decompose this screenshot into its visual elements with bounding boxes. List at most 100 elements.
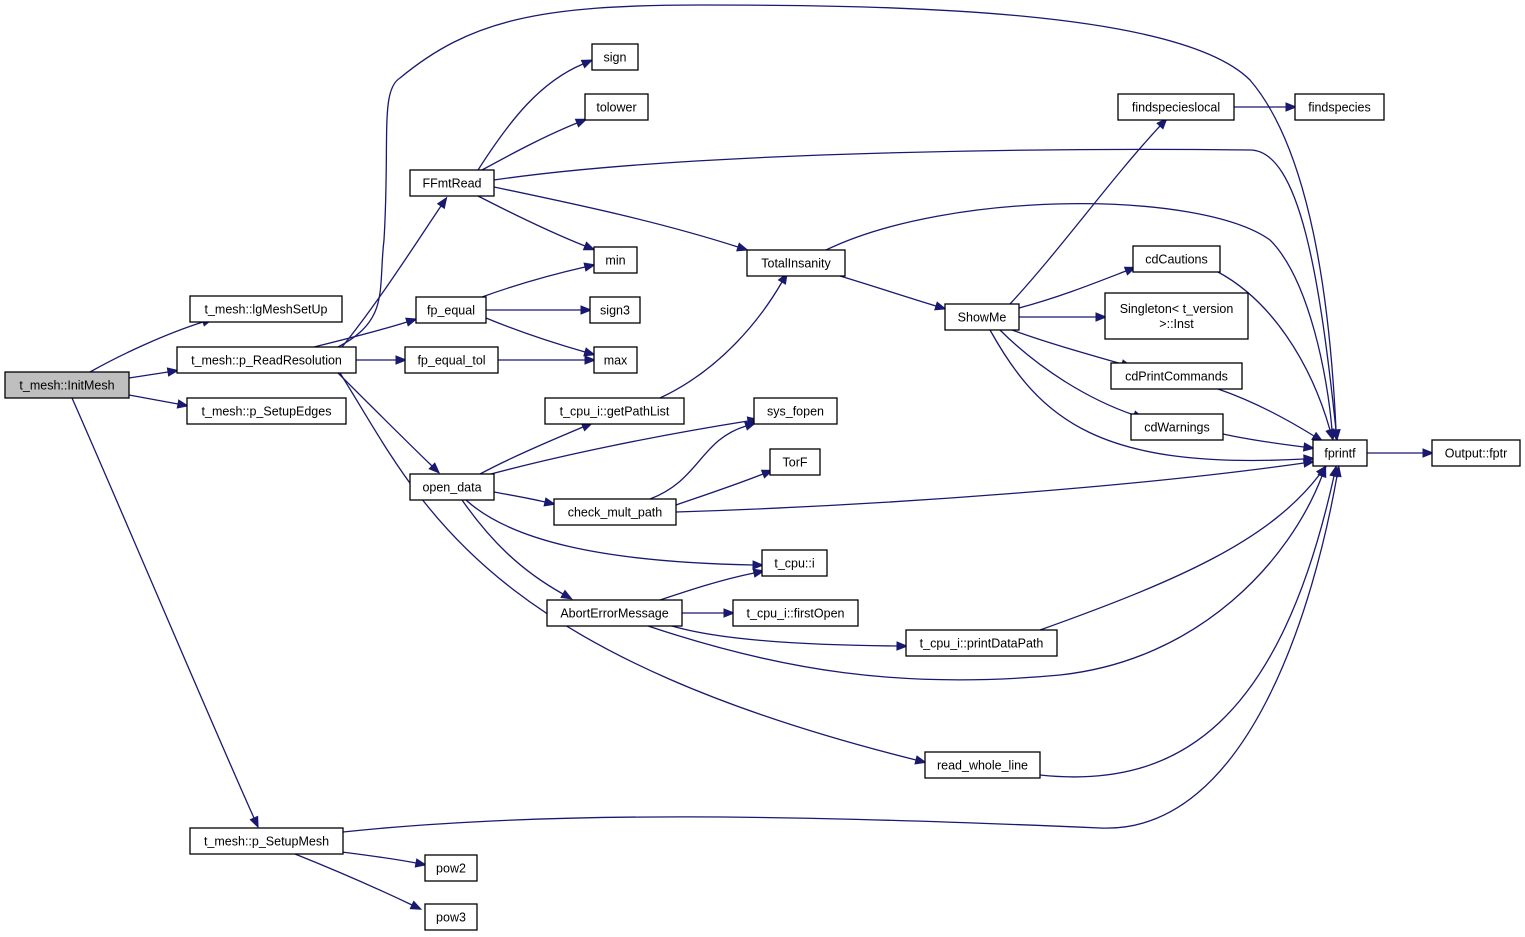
arrowhead-icon <box>752 568 766 578</box>
node-fpequal[interactable]: fp_equal <box>415 296 487 324</box>
node-sign3[interactable]: sign3 <box>589 296 641 324</box>
edge-line <box>1222 433 1305 448</box>
node-label: check_mult_path <box>568 506 663 520</box>
edge-initmesh-to-psetupedges <box>128 394 190 409</box>
edge-line <box>341 851 417 864</box>
node-max[interactable]: max <box>593 346 638 374</box>
node-psetupmesh[interactable]: t_mesh::p_SetupMesh <box>189 827 344 855</box>
arrowhead-icon <box>583 347 596 357</box>
node-box <box>176 346 357 374</box>
node-cdprintcommands[interactable]: cdPrintCommands <box>1110 362 1243 390</box>
node-box <box>924 751 1041 779</box>
node-sysfopen[interactable]: sys_fopen <box>753 397 838 425</box>
node-cdcautions[interactable]: cdCautions <box>1132 245 1221 273</box>
edge-line <box>647 475 1323 681</box>
edge-psetupmesh-to-fprintf <box>342 464 1342 833</box>
node-cdwarnings[interactable]: cdWarnings <box>1130 413 1224 441</box>
node-aborterror[interactable]: AbortErrorMessage <box>546 599 683 627</box>
node-singleton[interactable]: Singleton< t_version>::Inst <box>1104 292 1249 340</box>
node-showme[interactable]: ShowMe <box>944 303 1020 331</box>
edge-fpequal-to-min <box>481 262 597 298</box>
arrowhead-icon <box>1156 117 1168 130</box>
arrowhead-icon <box>395 355 408 365</box>
edge-line <box>839 275 937 307</box>
node-tolower[interactable]: tolower <box>584 93 649 121</box>
node-ffmtread[interactable]: FFmtRead <box>409 169 495 197</box>
node-pow2[interactable]: pow2 <box>424 854 478 882</box>
node-box <box>593 346 638 374</box>
edge-aborterror-to-firstopen <box>682 608 736 618</box>
edge-fpequaltol-to-max <box>498 355 597 365</box>
arrowhead-icon <box>428 462 441 474</box>
node-pow3[interactable]: pow3 <box>424 903 478 931</box>
edge-ffmtread-to-tolower <box>481 118 588 171</box>
arrowhead-icon <box>934 301 947 311</box>
node-label: t_cpu_i::getPathList <box>560 405 670 419</box>
edge-line <box>465 499 754 566</box>
arrowhead-icon <box>574 118 588 128</box>
node-tcpui[interactable]: t_cpu::i <box>761 549 828 577</box>
node-box <box>944 303 1020 331</box>
node-box <box>591 43 639 71</box>
arrowhead-icon <box>584 355 597 365</box>
node-opendata[interactable]: open_data <box>409 473 495 501</box>
node-box <box>1130 413 1224 441</box>
node-label: sys_fopen <box>767 405 824 419</box>
edge-ffmtread-to-min <box>477 195 596 251</box>
edge-printdatapath-to-fprintf <box>1039 465 1327 631</box>
edge-ffmtread-to-totalinsanity <box>493 186 749 252</box>
node-sign[interactable]: sign <box>591 43 639 71</box>
node-label: sign <box>604 51 627 65</box>
node-box <box>584 93 649 121</box>
node-outputfptr[interactable]: Output::fptr <box>1431 439 1521 467</box>
edge-psetupmesh-to-pow3 <box>294 853 423 910</box>
node-box <box>1294 93 1385 121</box>
node-torf[interactable]: TorF <box>769 448 821 476</box>
node-checkmultpath[interactable]: check_mult_path <box>553 498 677 526</box>
edge-psetupmesh-to-pow2 <box>341 851 428 868</box>
edge-readwholeline-to-fprintf <box>1039 464 1339 778</box>
node-totalinsanity[interactable]: TotalInsanity <box>746 249 846 277</box>
arrowhead-icon <box>249 815 259 829</box>
node-label: t_cpu::i <box>774 557 814 571</box>
node-findspecies[interactable]: findspecies <box>1294 93 1385 121</box>
edge-cdwarnings-to-fprintf <box>1222 433 1316 452</box>
node-lgmeshsetup[interactable]: t_mesh::lgMeshSetUp <box>189 295 343 323</box>
node-preadres[interactable]: t_mesh::p_ReadResolution <box>176 346 357 374</box>
node-label: t_cpu_i::printDataPath <box>920 637 1044 651</box>
arrowhead-icon <box>166 367 180 377</box>
node-printdatapath[interactable]: t_cpu_i::printDataPath <box>905 629 1058 657</box>
node-fprintf[interactable]: fprintf <box>1312 439 1368 467</box>
edge-ffmtread-to-sign <box>477 59 594 171</box>
node-label: Singleton< t_version <box>1120 302 1234 316</box>
node-getpathlist[interactable]: t_cpu_i::getPathList <box>544 397 685 425</box>
edge-totalinsanity-to-showme <box>839 275 947 311</box>
node-readwholeline[interactable]: read_whole_line <box>924 751 1041 779</box>
arrowhead-icon <box>409 900 423 910</box>
edge-opendata-to-aborterror <box>461 499 573 600</box>
edge-checkmultpath-to-torf <box>675 469 774 506</box>
node-initmesh[interactable]: t_mesh::InitMesh <box>4 371 130 399</box>
node-label: findspecies <box>1308 101 1371 115</box>
edge-line <box>1217 271 1331 431</box>
node-firstopen[interactable]: t_cpu_i::firstOpen <box>732 599 859 627</box>
node-fpequaltol[interactable]: fp_equal_tol <box>404 346 499 374</box>
node-box <box>186 397 347 425</box>
node-label: ShowMe <box>958 311 1007 325</box>
edge-line <box>671 625 898 647</box>
node-min[interactable]: min <box>593 246 638 274</box>
node-label: findspecieslocal <box>1132 101 1220 115</box>
node-label: t_mesh::p_SetupMesh <box>204 835 329 849</box>
node-label: t_mesh::p_SetupEdges <box>202 405 332 419</box>
arrowhead-icon <box>914 755 928 765</box>
arrowhead-icon <box>736 242 749 252</box>
arrowhead-icon <box>1285 102 1298 112</box>
edge-initmesh-to-preadres <box>128 367 180 379</box>
node-findspecieslocal[interactable]: findspecieslocal <box>1117 93 1235 121</box>
node-psetupedges[interactable]: t_mesh::p_SetupEdges <box>186 397 347 425</box>
edge-totalinsanity-to-fprintf <box>825 203 1337 442</box>
arrowhead-icon <box>543 497 557 507</box>
node-label: cdWarnings <box>1144 421 1210 435</box>
node-label: read_whole_line <box>937 759 1028 773</box>
